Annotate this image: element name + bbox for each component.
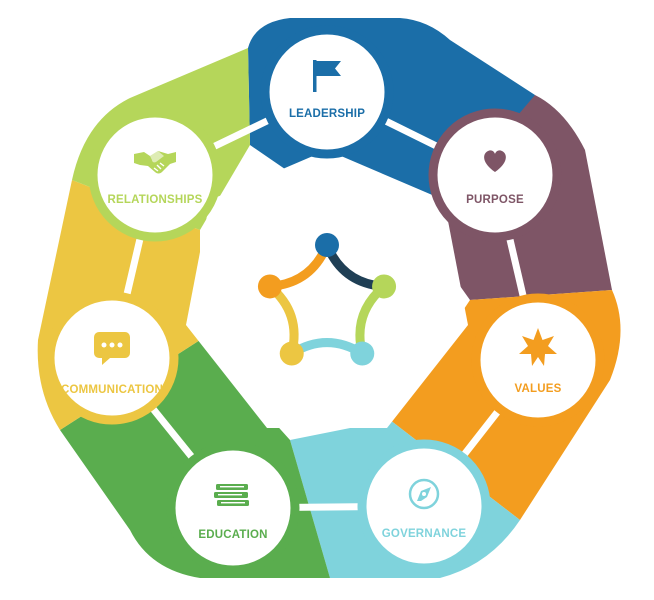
center-head [372, 274, 397, 299]
node-label-values: VALUES [515, 383, 562, 395]
star-burst-icon [519, 328, 557, 366]
center-head [279, 341, 304, 366]
center-head [350, 341, 375, 366]
node-communication[interactable]: COMMUNICATION [45, 291, 179, 425]
node-label-leadership: LEADERSHIP [289, 108, 365, 120]
flag-icon [313, 60, 341, 92]
node-label-education: EDUCATION [198, 529, 267, 541]
node-label-governance: GOVERNANCE [382, 528, 467, 540]
books-icon [214, 484, 249, 506]
handshake-icon [134, 151, 176, 174]
heart-icon [484, 150, 506, 172]
inner-core [186, 150, 468, 428]
center-head [315, 233, 339, 257]
node-relationships[interactable]: RELATIONSHIPS [88, 108, 222, 242]
node-education[interactable]: EDUCATION [166, 441, 300, 575]
node-label-purpose: PURPOSE [466, 194, 524, 206]
node-purpose[interactable]: PURPOSE [428, 108, 562, 242]
node-label-communication: COMMUNICATION [61, 384, 163, 396]
people-circle-icon [257, 233, 397, 366]
node-leadership[interactable]: LEADERSHIP [260, 25, 394, 159]
chat-bubble-icon [94, 332, 130, 365]
center-head [257, 274, 282, 299]
node-values[interactable]: VALUES [471, 293, 605, 427]
node-label-relationships: RELATIONSHIPS [107, 194, 202, 206]
node-governance[interactable]: GOVERNANCE [357, 439, 491, 573]
compass-icon [408, 478, 440, 510]
